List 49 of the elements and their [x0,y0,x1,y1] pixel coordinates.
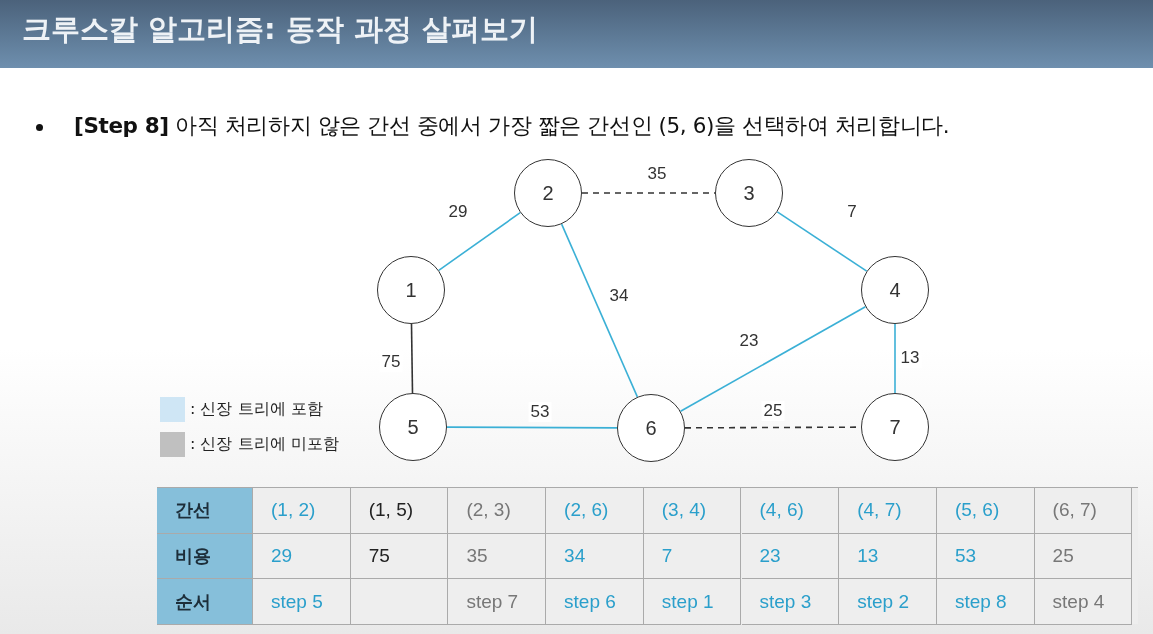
table-cell: 13 [839,533,937,580]
legend-text: : 신장 트리에 미포함 [190,433,339,455]
table-cell: step 8 [936,579,1035,626]
table-cell: (6, 7) [1034,488,1133,534]
table-cell: 23 [741,533,840,580]
legend-text: : 신장 트리에 포함 [190,398,323,420]
step-description: [Step 8] 아직 처리하지 않은 간선 중에서 가장 짧은 간선인 (5, 6)을 선택하여 처리합니다. [74,112,950,140]
table-cell: 34 [546,533,644,580]
table-cell: 25 [1034,533,1133,580]
node-circle: 5 [379,393,447,461]
edge-line [446,426,618,429]
table-cell: (3, 4) [643,488,742,534]
table-cell: 53 [936,533,1035,580]
edge-line [437,211,522,272]
table-cell: step 2 [839,579,937,626]
edge-line [679,305,867,413]
table-cell: step 1 [643,579,742,626]
table-cell: (2, 6) [546,488,644,534]
table-cell: step 3 [741,579,840,626]
node-circle: 4 [861,256,929,324]
row-header: 순서 [157,579,253,626]
table-cell: step 7 [448,579,547,626]
edge-label: 25 [761,401,785,421]
table-cell: step 6 [546,579,644,626]
edge-line [560,223,639,398]
row-header: 간선 [157,488,253,534]
node-circle: 1 [377,256,445,324]
table-cell: (5, 6) [936,488,1035,534]
edge-line [894,323,896,394]
node-circle: 7 [861,393,929,461]
table-cell: (4, 6) [741,488,840,534]
table-cell: (1, 5) [350,488,449,534]
node-circle: 2 [514,159,582,227]
table-cell: 29 [253,533,351,580]
title: 크루스칼 알고리즘: 동작 과정 살펴보기 [22,11,538,48]
edge-line [410,323,414,394]
row-header: 비용 [157,533,253,580]
table-cell: (1, 2) [253,488,351,534]
node-circle: 6 [617,394,685,462]
edge-label: 53 [528,402,552,422]
table-cell: (2, 3) [448,488,547,534]
table-cell: (4, 7) [839,488,937,534]
table-cell: 75 [350,533,449,580]
edge-line [776,211,868,272]
table-cell: 35 [448,533,547,580]
table-cell: step 4 [1034,579,1133,626]
node-circle: 3 [715,159,783,227]
table-cell: step 5 [253,579,351,626]
table-cell: 7 [643,533,742,580]
